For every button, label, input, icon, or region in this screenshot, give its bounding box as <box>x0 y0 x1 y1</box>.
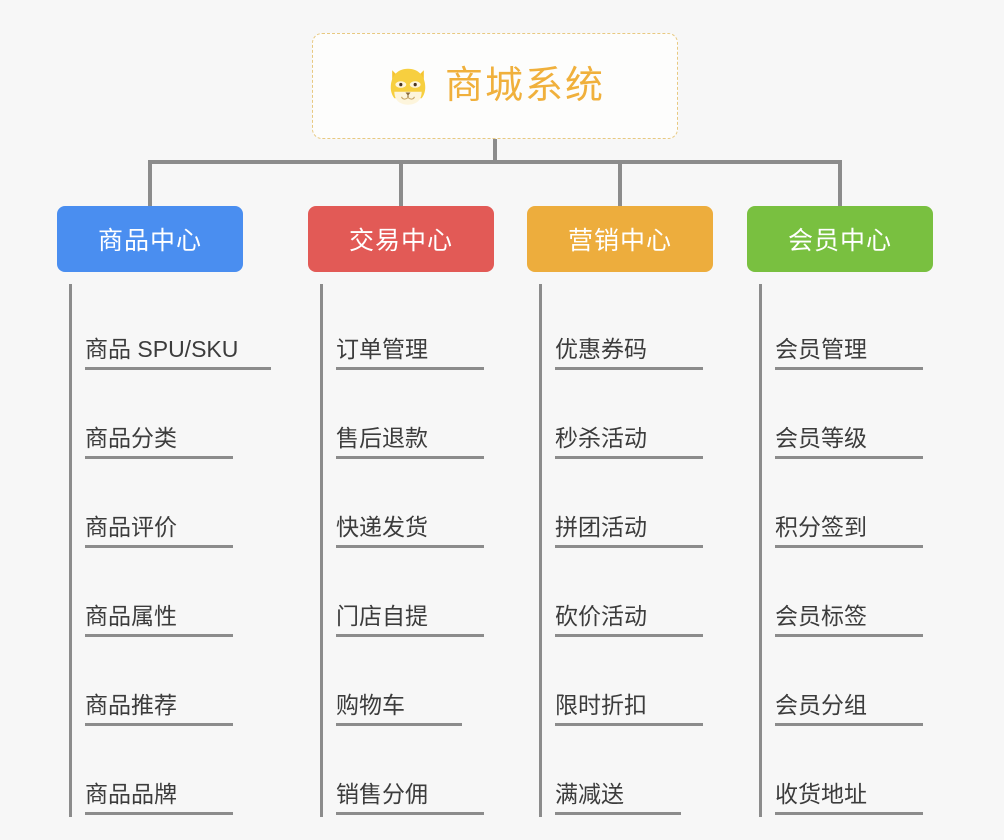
list-item[interactable]: 会员管理 <box>761 284 957 373</box>
connector-drop-2 <box>399 160 403 206</box>
branch-spine <box>320 284 323 817</box>
leaf-label: 会员标签 <box>775 604 923 637</box>
leaf-label: 商品分类 <box>85 426 233 459</box>
leaf-label: 积分签到 <box>775 515 923 548</box>
branch-body-marketing-center: 优惠券码 秒杀活动 拼团活动 砍价活动 限时折扣 满减送 <box>527 284 737 818</box>
list-item[interactable]: 优惠券码 <box>541 284 737 373</box>
branch-spine <box>759 284 762 817</box>
list-item[interactable]: 限时折扣 <box>541 640 737 729</box>
list-item[interactable]: 订单管理 <box>322 284 518 373</box>
leaf-label: 快递发货 <box>336 515 484 548</box>
leaf-label: 商品 SPU/SKU <box>85 337 271 370</box>
branch-trade-center: 交易中心 订单管理 售后退款 快递发货 门店自提 购物车 销售分佣 <box>308 206 518 818</box>
branch-header-member-center[interactable]: 会员中心 <box>747 206 933 272</box>
leaf-label: 会员分组 <box>775 693 923 726</box>
list-item[interactable]: 砍价活动 <box>541 551 737 640</box>
connector-bus <box>148 160 842 164</box>
list-item[interactable]: 会员等级 <box>761 373 957 462</box>
list-item[interactable]: 销售分佣 <box>322 729 518 818</box>
list-item[interactable]: 会员标签 <box>761 551 957 640</box>
leaf-label: 会员管理 <box>775 337 923 370</box>
list-item[interactable]: 快递发货 <box>322 462 518 551</box>
branch-header-marketing-center[interactable]: 营销中心 <box>527 206 713 272</box>
branch-product-center: 商品中心 商品 SPU/SKU 商品分类 商品评价 商品属性 商品推荐 商品品牌 <box>57 206 287 818</box>
connector-root-stem <box>493 139 497 163</box>
list-item[interactable]: 积分签到 <box>761 462 957 551</box>
list-item[interactable]: 售后退款 <box>322 373 518 462</box>
leaf-label: 会员等级 <box>775 426 923 459</box>
leaf-label: 商品评价 <box>85 515 233 548</box>
list-item[interactable]: 商品分类 <box>71 373 287 462</box>
list-item[interactable]: 会员分组 <box>761 640 957 729</box>
leaf-label: 销售分佣 <box>336 782 484 815</box>
list-item[interactable]: 收货地址 <box>761 729 957 818</box>
list-item[interactable]: 秒杀活动 <box>541 373 737 462</box>
connector-drop-1 <box>148 160 152 206</box>
leaf-label: 满减送 <box>555 782 681 815</box>
branch-header-label: 商品中心 <box>97 227 202 255</box>
list-item[interactable]: 商品属性 <box>71 551 287 640</box>
list-item[interactable]: 商品品牌 <box>71 729 287 818</box>
leaf-label: 砍价活动 <box>555 604 703 637</box>
branch-header-label: 交易中心 <box>348 227 453 255</box>
root-node[interactable]: 商城系统 <box>312 33 678 139</box>
connector-drop-4 <box>838 160 842 206</box>
branch-header-product-center[interactable]: 商品中心 <box>57 206 243 272</box>
leaf-label: 订单管理 <box>336 337 484 370</box>
leaf-label: 门店自提 <box>336 604 484 637</box>
list-item[interactable]: 商品推荐 <box>71 640 287 729</box>
list-item[interactable]: 门店自提 <box>322 551 518 640</box>
list-item[interactable]: 商品 SPU/SKU <box>71 284 287 373</box>
branch-header-label: 会员中心 <box>787 227 892 255</box>
branch-body-trade-center: 订单管理 售后退款 快递发货 门店自提 购物车 销售分佣 <box>308 284 518 818</box>
leaf-label: 商品属性 <box>85 604 233 637</box>
leaf-label: 商品品牌 <box>85 782 233 815</box>
branch-marketing-center: 营销中心 优惠券码 秒杀活动 拼团活动 砍价活动 限时折扣 满减送 <box>527 206 737 818</box>
branch-header-label: 营销中心 <box>567 227 672 255</box>
list-item[interactable]: 购物车 <box>322 640 518 729</box>
leaf-label: 收货地址 <box>775 782 923 815</box>
leaf-label: 商品推荐 <box>85 693 233 726</box>
branch-body-product-center: 商品 SPU/SKU 商品分类 商品评价 商品属性 商品推荐 商品品牌 <box>57 284 287 818</box>
branch-body-member-center: 会员管理 会员等级 积分签到 会员标签 会员分组 收货地址 <box>747 284 957 818</box>
leaf-label: 拼团活动 <box>555 515 703 548</box>
branch-header-trade-center[interactable]: 交易中心 <box>308 206 494 272</box>
list-item[interactable]: 拼团活动 <box>541 462 737 551</box>
list-item[interactable]: 商品评价 <box>71 462 287 551</box>
dog-face-icon <box>390 68 426 105</box>
connector-drop-3 <box>618 160 622 206</box>
list-item[interactable]: 满减送 <box>541 729 737 818</box>
branch-spine <box>69 284 72 817</box>
root-title: 商城系统 <box>444 65 605 107</box>
leaf-label: 优惠券码 <box>555 337 703 370</box>
branch-member-center: 会员中心 会员管理 会员等级 积分签到 会员标签 会员分组 收货地址 <box>747 206 957 818</box>
branch-spine <box>539 284 542 817</box>
leaf-label: 售后退款 <box>336 426 484 459</box>
leaf-label: 购物车 <box>336 693 462 726</box>
leaf-label: 限时折扣 <box>555 693 703 726</box>
leaf-label: 秒杀活动 <box>555 426 703 459</box>
